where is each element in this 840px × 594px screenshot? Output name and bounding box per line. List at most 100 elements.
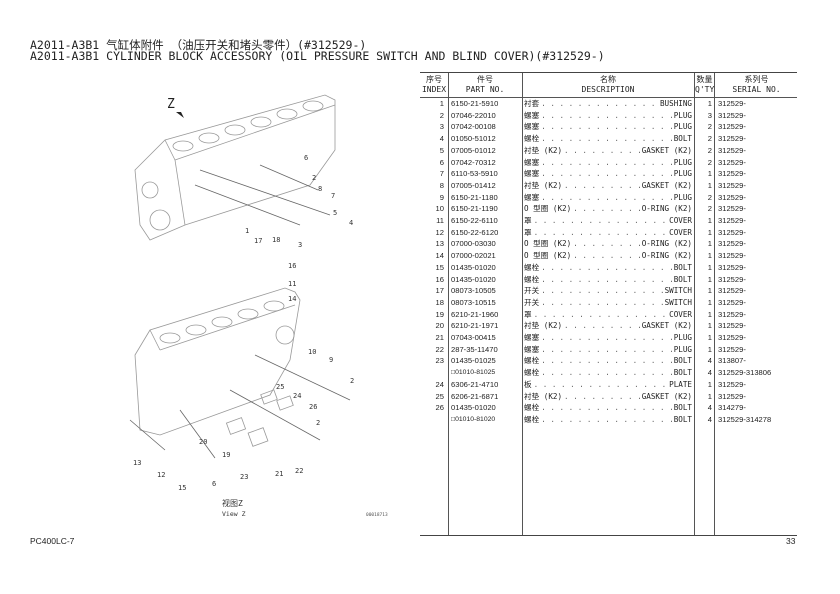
leader-dots: . . . . . . . . . . . . . . . . . . . . … <box>541 297 665 307</box>
row-part-number: 6150-22-6110 <box>451 216 498 225</box>
row-index: 3 <box>439 122 444 132</box>
row-description-cn: O 型圈 (K2) <box>524 239 572 249</box>
row-description-en: PLUG <box>673 169 692 179</box>
row-description-cn: 螺塞 <box>524 192 540 202</box>
row-description: O 型圈 (K2). . . . . . . . . . . . . .O-RI… <box>524 250 692 262</box>
row-description: 开关. . . . . . . . . . . . . . . . . . . … <box>524 285 692 297</box>
row-part-number: 6210-21-1960 <box>451 309 499 319</box>
row-index: 9 <box>439 192 444 202</box>
row-quantity: 1 <box>707 391 712 401</box>
row-index: 10 <box>435 204 444 214</box>
row-index: 18 <box>435 297 444 307</box>
svg-text:14: 14 <box>288 295 296 303</box>
row-serial: 312529- <box>718 344 746 354</box>
row-quantity: 1 <box>707 274 712 284</box>
row-serial: 312529- <box>718 391 746 401</box>
row-description-cn: 螺塞 <box>524 157 540 167</box>
row-quantity: 1 <box>707 216 712 225</box>
svg-text:13: 13 <box>133 459 141 467</box>
leader-dots: . . . . . . . . . . . . . . . . . . . . … <box>533 216 670 225</box>
row-description-cn: 开关 <box>524 297 540 307</box>
row-description-cn: 螺栓 <box>524 414 540 424</box>
leader-dots: . . . . . . . . . . . . . . . . . . . . … <box>541 157 674 167</box>
row-description-en: BOLT <box>673 262 692 272</box>
leader-dots: . . . . . . . . . . . . . . . . . . . . … <box>541 344 674 354</box>
row-description-cn: 罩 <box>524 309 532 319</box>
row-description: 衬垫 (K2). . . . . . . . . . . . . . . .GA… <box>524 145 692 157</box>
row-part-number: 01435-01020 <box>451 262 496 272</box>
row-description-en: PLUG <box>673 157 692 167</box>
svg-text:24: 24 <box>293 392 301 400</box>
row-description-cn: 螺塞 <box>524 333 540 342</box>
row-part-number: □01010-81020 <box>451 415 496 423</box>
row-part-number: 6110-53-5910 <box>451 169 498 179</box>
row-description-cn: 衬垫 (K2) <box>524 145 563 155</box>
svg-text:15: 15 <box>178 484 186 492</box>
row-part-number: 6206-21-6871 <box>451 391 499 401</box>
row-serial: 312529- <box>718 333 746 342</box>
row-part-number: 01435-01020 <box>451 403 496 413</box>
row-description: 螺栓. . . . . . . . . . . . . . . . . . . … <box>524 274 692 286</box>
row-part-number: 287-35-11470 <box>451 344 498 354</box>
row-part-number: 01435-01020 <box>451 274 496 284</box>
row-part-number: 01050-51012 <box>451 134 496 144</box>
row-description-en: O-RING (K2) <box>641 204 692 214</box>
row-part-number: 07043-00415 <box>451 333 496 342</box>
row-index: 7 <box>439 169 444 179</box>
row-description: 螺栓. . . . . . . . . . . . . . . . . . . … <box>524 355 692 367</box>
row-part-number: 07005-01012 <box>451 145 496 155</box>
row-part-number: 6306-21-4710 <box>451 379 499 389</box>
svg-text:7: 7 <box>331 192 335 200</box>
row-index: 19 <box>435 309 444 319</box>
leader-dots: . . . . . . . . . . . . . . . . . . . . … <box>541 286 665 296</box>
row-index: 25 <box>435 391 444 401</box>
row-quantity: 1 <box>707 333 712 342</box>
view-label-cn: 视图Z <box>222 498 243 508</box>
svg-text:21: 21 <box>275 470 283 478</box>
row-description: 罩. . . . . . . . . . . . . . . . . . . .… <box>524 309 692 321</box>
row-quantity: 2 <box>707 145 712 155</box>
row-part-number: 07005-01412 <box>451 180 496 190</box>
row-quantity: 1 <box>707 227 712 237</box>
row-quantity: 4 <box>707 403 712 413</box>
row-description: O 型圈 (K2). . . . . . . . . . . . . .O-RI… <box>524 203 692 215</box>
row-quantity: 1 <box>707 251 712 261</box>
view-label-en: View Z <box>222 510 246 518</box>
row-part-number: 07000-02021 <box>451 251 496 261</box>
row-description-cn: 螺栓 <box>524 403 540 413</box>
row-quantity: 1 <box>707 99 712 108</box>
svg-text:1: 1 <box>245 227 249 235</box>
row-description-cn: 衬套 <box>524 99 540 108</box>
row-description-en: PLUG <box>673 333 692 342</box>
row-description: 螺塞. . . . . . . . . . . . . . . . . . . … <box>524 332 692 344</box>
row-description-cn: O 型圈 (K2) <box>524 204 572 214</box>
footer-model: PC400LC-7 <box>30 536 75 546</box>
svg-text:11: 11 <box>288 280 296 288</box>
row-quantity: 1 <box>707 379 712 389</box>
row-serial: 312529- <box>718 321 746 331</box>
view-z-arrow-icon <box>176 112 184 118</box>
row-quantity: 1 <box>707 169 712 179</box>
row-index: 15 <box>435 262 444 272</box>
leader-dots: . . . . . . . . . . . . . . . . . . . . … <box>541 122 674 132</box>
row-index: 23 <box>435 356 444 366</box>
row-index: 2 <box>439 110 444 120</box>
row-part-number: 6210-21-1971 <box>451 321 499 331</box>
leader-dots: . . . . . . . . . . . . . . . . . . . . … <box>533 309 670 319</box>
row-quantity: 2 <box>707 122 712 132</box>
leader-dots: . . . . . . . . . . . . . . . . . . . . … <box>541 99 660 108</box>
